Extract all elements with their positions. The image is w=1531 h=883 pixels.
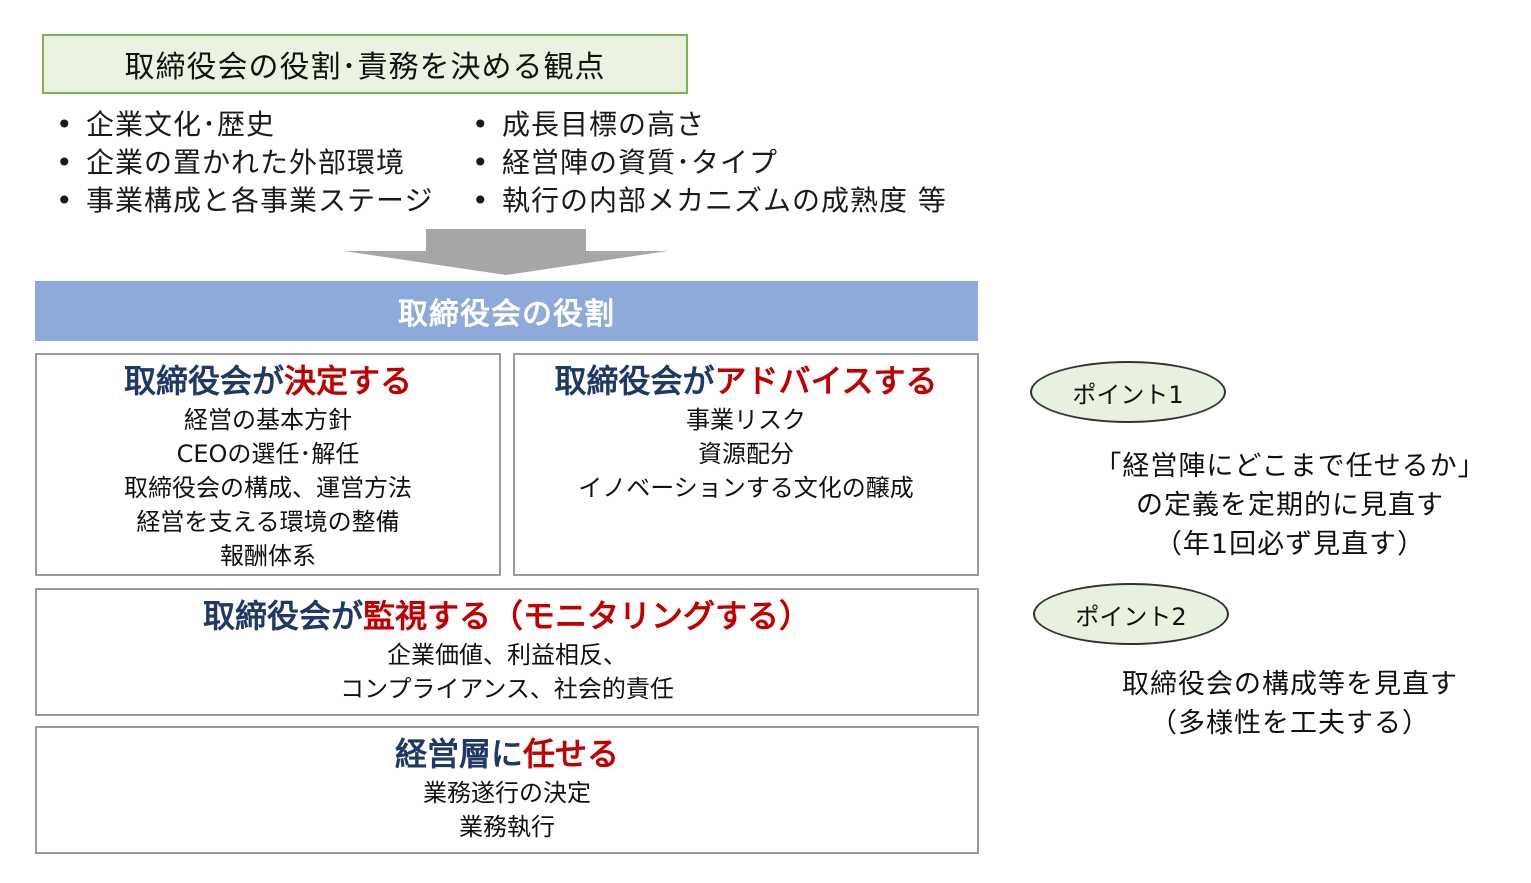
delegate-title: 経営層に任せる: [37, 732, 977, 776]
perspectives-list-left: 企業文化･歴史 企業の置かれた外部環境 事業構成と各事業ステージ: [56, 106, 466, 220]
monitor-item: 企業価値、利益相反、: [387, 641, 627, 669]
decide-item: 経営を支える環境の整備: [136, 508, 400, 536]
advise-item: イノベーションする文化の醸成: [578, 474, 914, 502]
point1-line: （年1回必ず見直す）: [1154, 529, 1426, 560]
delegate-title-accent: 任せる: [523, 735, 620, 773]
delegate-title-prefix: 経営層に: [394, 735, 523, 773]
advise-title-prefix: 取締役会が: [554, 362, 715, 400]
perspective-item: 事業構成と各事業ステージ: [56, 182, 466, 220]
point1-line: の定義を定期的に見直す: [1136, 490, 1444, 521]
perspectives-header: 取締役会の役割･責務を決める観点: [42, 34, 688, 94]
point2-line: 取締役会の構成等を見直す: [1122, 669, 1458, 700]
monitor-item: コンプライアンス、社会的責任: [340, 675, 674, 703]
decide-title-accent: 決定する: [284, 362, 413, 400]
delegate-item: 業務執行: [459, 813, 555, 841]
point2-line: （多様性を工夫する）: [1150, 708, 1430, 739]
perspective-item: 企業文化･歴史: [56, 106, 466, 144]
point1-label: ポイント1: [1072, 380, 1184, 409]
decide-item: 取締役会の構成、運営方法: [124, 474, 412, 502]
advise-title-accent: アドバイスする: [714, 362, 938, 400]
role-banner: 取締役会の役割: [35, 281, 978, 341]
point2-label: ポイント2: [1075, 602, 1187, 631]
delegate-box: 経営層に任せる 業務遂行の決定 業務執行: [35, 726, 979, 854]
down-arrow-icon: [344, 229, 668, 275]
perspectives-header-text: 取締役会の役割･責務を決める観点: [124, 50, 606, 85]
perspective-item: 企業の置かれた外部環境: [56, 144, 466, 182]
decide-item: CEOの選任･解任: [176, 440, 360, 468]
advise-box: 取締役会がアドバイスする 事業リスク 資源配分 イノベーションする文化の醸成: [513, 353, 979, 576]
perspective-item: 成長目標の高さ: [472, 106, 982, 144]
monitor-box: 取締役会が監視する（モニタリングする） 企業価値、利益相反、 コンプライアンス、…: [35, 588, 979, 716]
advise-item: 資源配分: [698, 440, 794, 468]
perspective-item: 執行の内部メカニズムの成熟度 等: [472, 182, 982, 220]
perspective-item: 経営陣の資質･タイプ: [472, 144, 982, 182]
monitor-title-prefix: 取締役会が: [202, 597, 363, 635]
decide-item: 報酬体系: [220, 542, 316, 570]
delegate-item: 業務遂行の決定: [423, 779, 591, 807]
role-banner-text: 取締役会の役割: [398, 297, 615, 332]
monitor-title: 取締役会が監視する（モニタリングする）: [37, 594, 977, 638]
decide-title-prefix: 取締役会が: [123, 362, 284, 400]
decide-item: 経営の基本方針: [184, 406, 352, 434]
monitor-title-accent: 監視する（モニタリングする）: [363, 597, 812, 635]
perspectives-list-right: 成長目標の高さ 経営陣の資質･タイプ 執行の内部メカニズムの成熟度 等: [472, 106, 982, 220]
decide-title: 取締役会が決定する: [37, 359, 499, 403]
point1-line: 「経営陣にどこまで任せるか」: [1094, 451, 1486, 482]
point2-badge: ポイント2: [1033, 583, 1229, 645]
advise-title: 取締役会がアドバイスする: [515, 359, 977, 403]
point2-description: 取締役会の構成等を見直す （多様性を工夫する）: [1050, 665, 1530, 743]
point1-badge: ポイント1: [1030, 361, 1226, 423]
decide-box: 取締役会が決定する 経営の基本方針 CEOの選任･解任 取締役会の構成、運営方法…: [35, 353, 501, 576]
point1-description: 「経営陣にどこまで任せるか」 の定義を定期的に見直す （年1回必ず見直す）: [1050, 447, 1530, 564]
advise-item: 事業リスク: [686, 406, 806, 434]
